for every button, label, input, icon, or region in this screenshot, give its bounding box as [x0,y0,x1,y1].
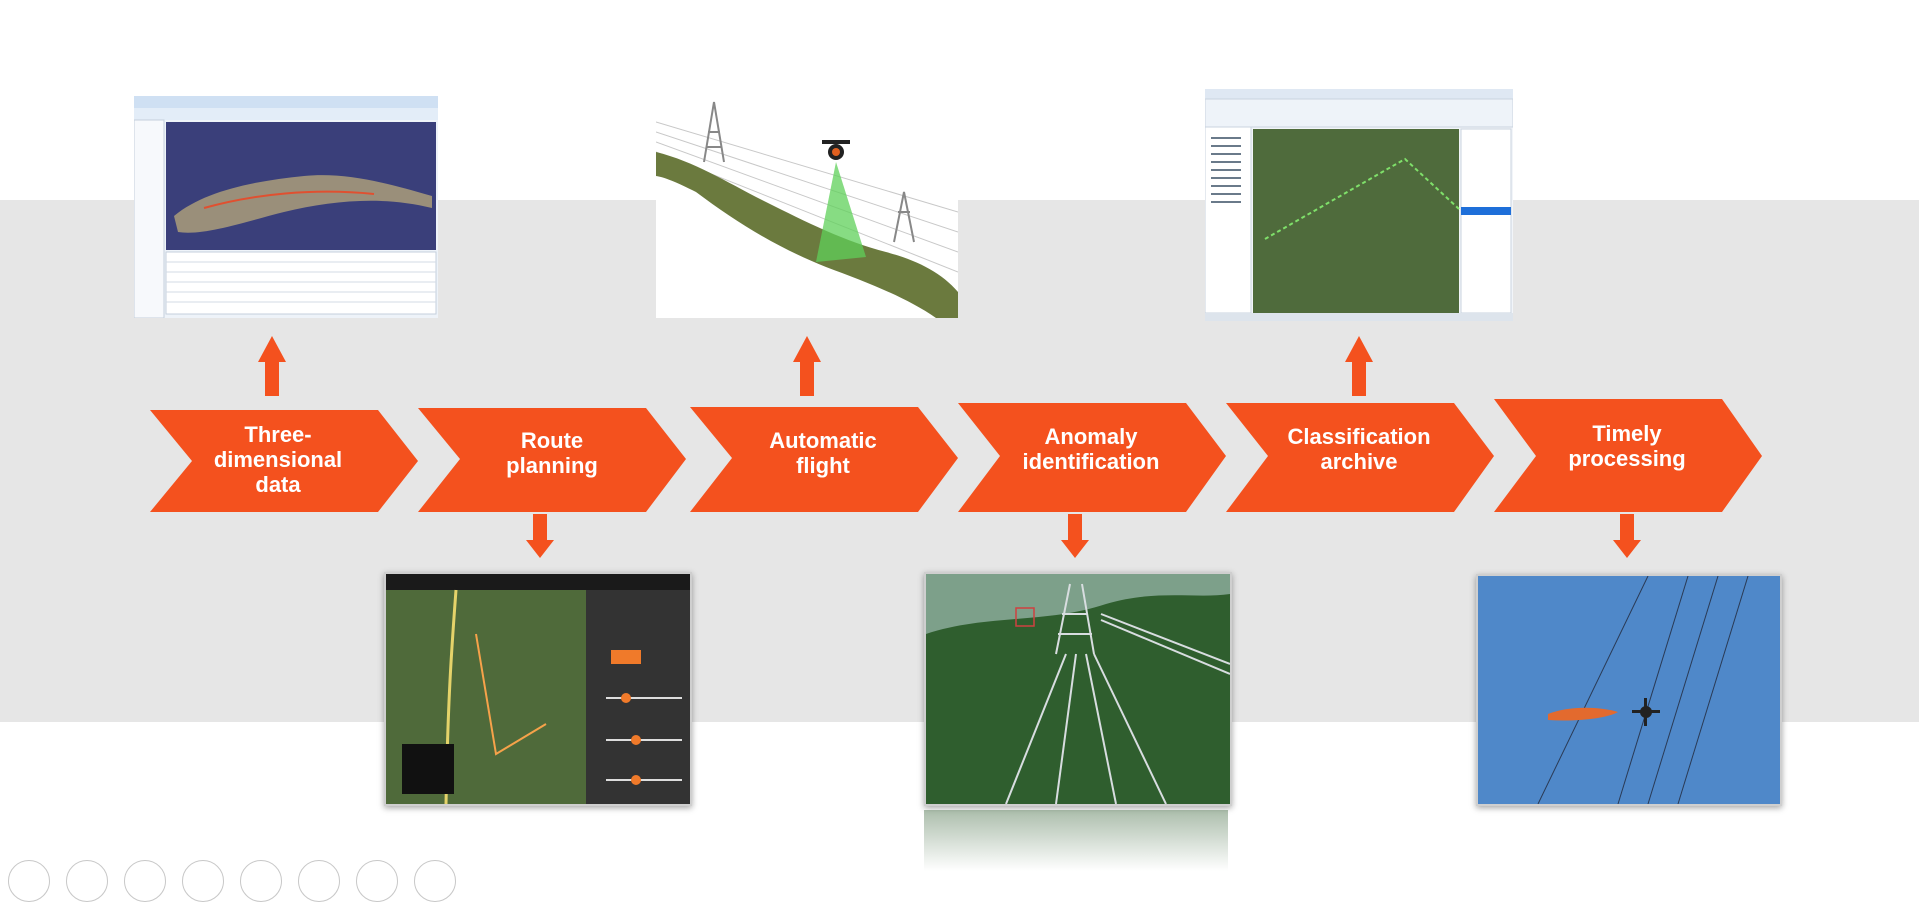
slide-navigation [8,860,472,907]
step-4-down-arrow [1061,514,1089,558]
drone-scanning-power-line-icon [656,92,958,318]
aerial-transmission-tower-photo-icon [924,572,1232,806]
step-3-up-arrow [793,336,821,396]
nav-circle-icon[interactable] [8,860,50,902]
step-3-label: Automatic flight [769,428,877,478]
step-2-label: Route planning [506,428,598,478]
step-6-chevron [1494,399,1762,512]
step-2-down-arrow [526,514,554,558]
step-1-label: Three- dimensional data [213,422,343,497]
step-6-label: Timely processing [1568,421,1686,471]
nav-circle-icon[interactable] [66,860,108,902]
step-2-chevron [418,408,686,512]
step-3-chevron [690,407,958,512]
drone-route-planning-app-icon [384,572,692,806]
drone-removing-debris-photo-icon [1476,574,1782,806]
nav-circle-icon[interactable] [356,860,398,902]
step-5-up-arrow [1345,336,1373,396]
gis-3d-terrain-software-icon [134,96,438,318]
photo-reflection [924,810,1228,871]
nav-circle-icon[interactable] [298,860,340,902]
satellite-map-archive-software-icon [1205,89,1513,321]
step-5-label: Classification archive [1287,424,1431,474]
nav-circle-icon[interactable] [182,860,224,902]
nav-circle-icon[interactable] [240,860,282,902]
step-1-chevron [150,410,418,512]
step-6-down-arrow [1613,514,1641,558]
step-1-up-arrow [258,336,286,396]
step-5-chevron [1226,403,1494,512]
step-4-chevron [958,403,1226,512]
nav-circle-icon[interactable] [124,860,166,902]
process-flow [150,336,1762,558]
nav-circle-icon[interactable] [414,860,456,902]
step-4-label: Anomaly identification [1022,424,1160,474]
